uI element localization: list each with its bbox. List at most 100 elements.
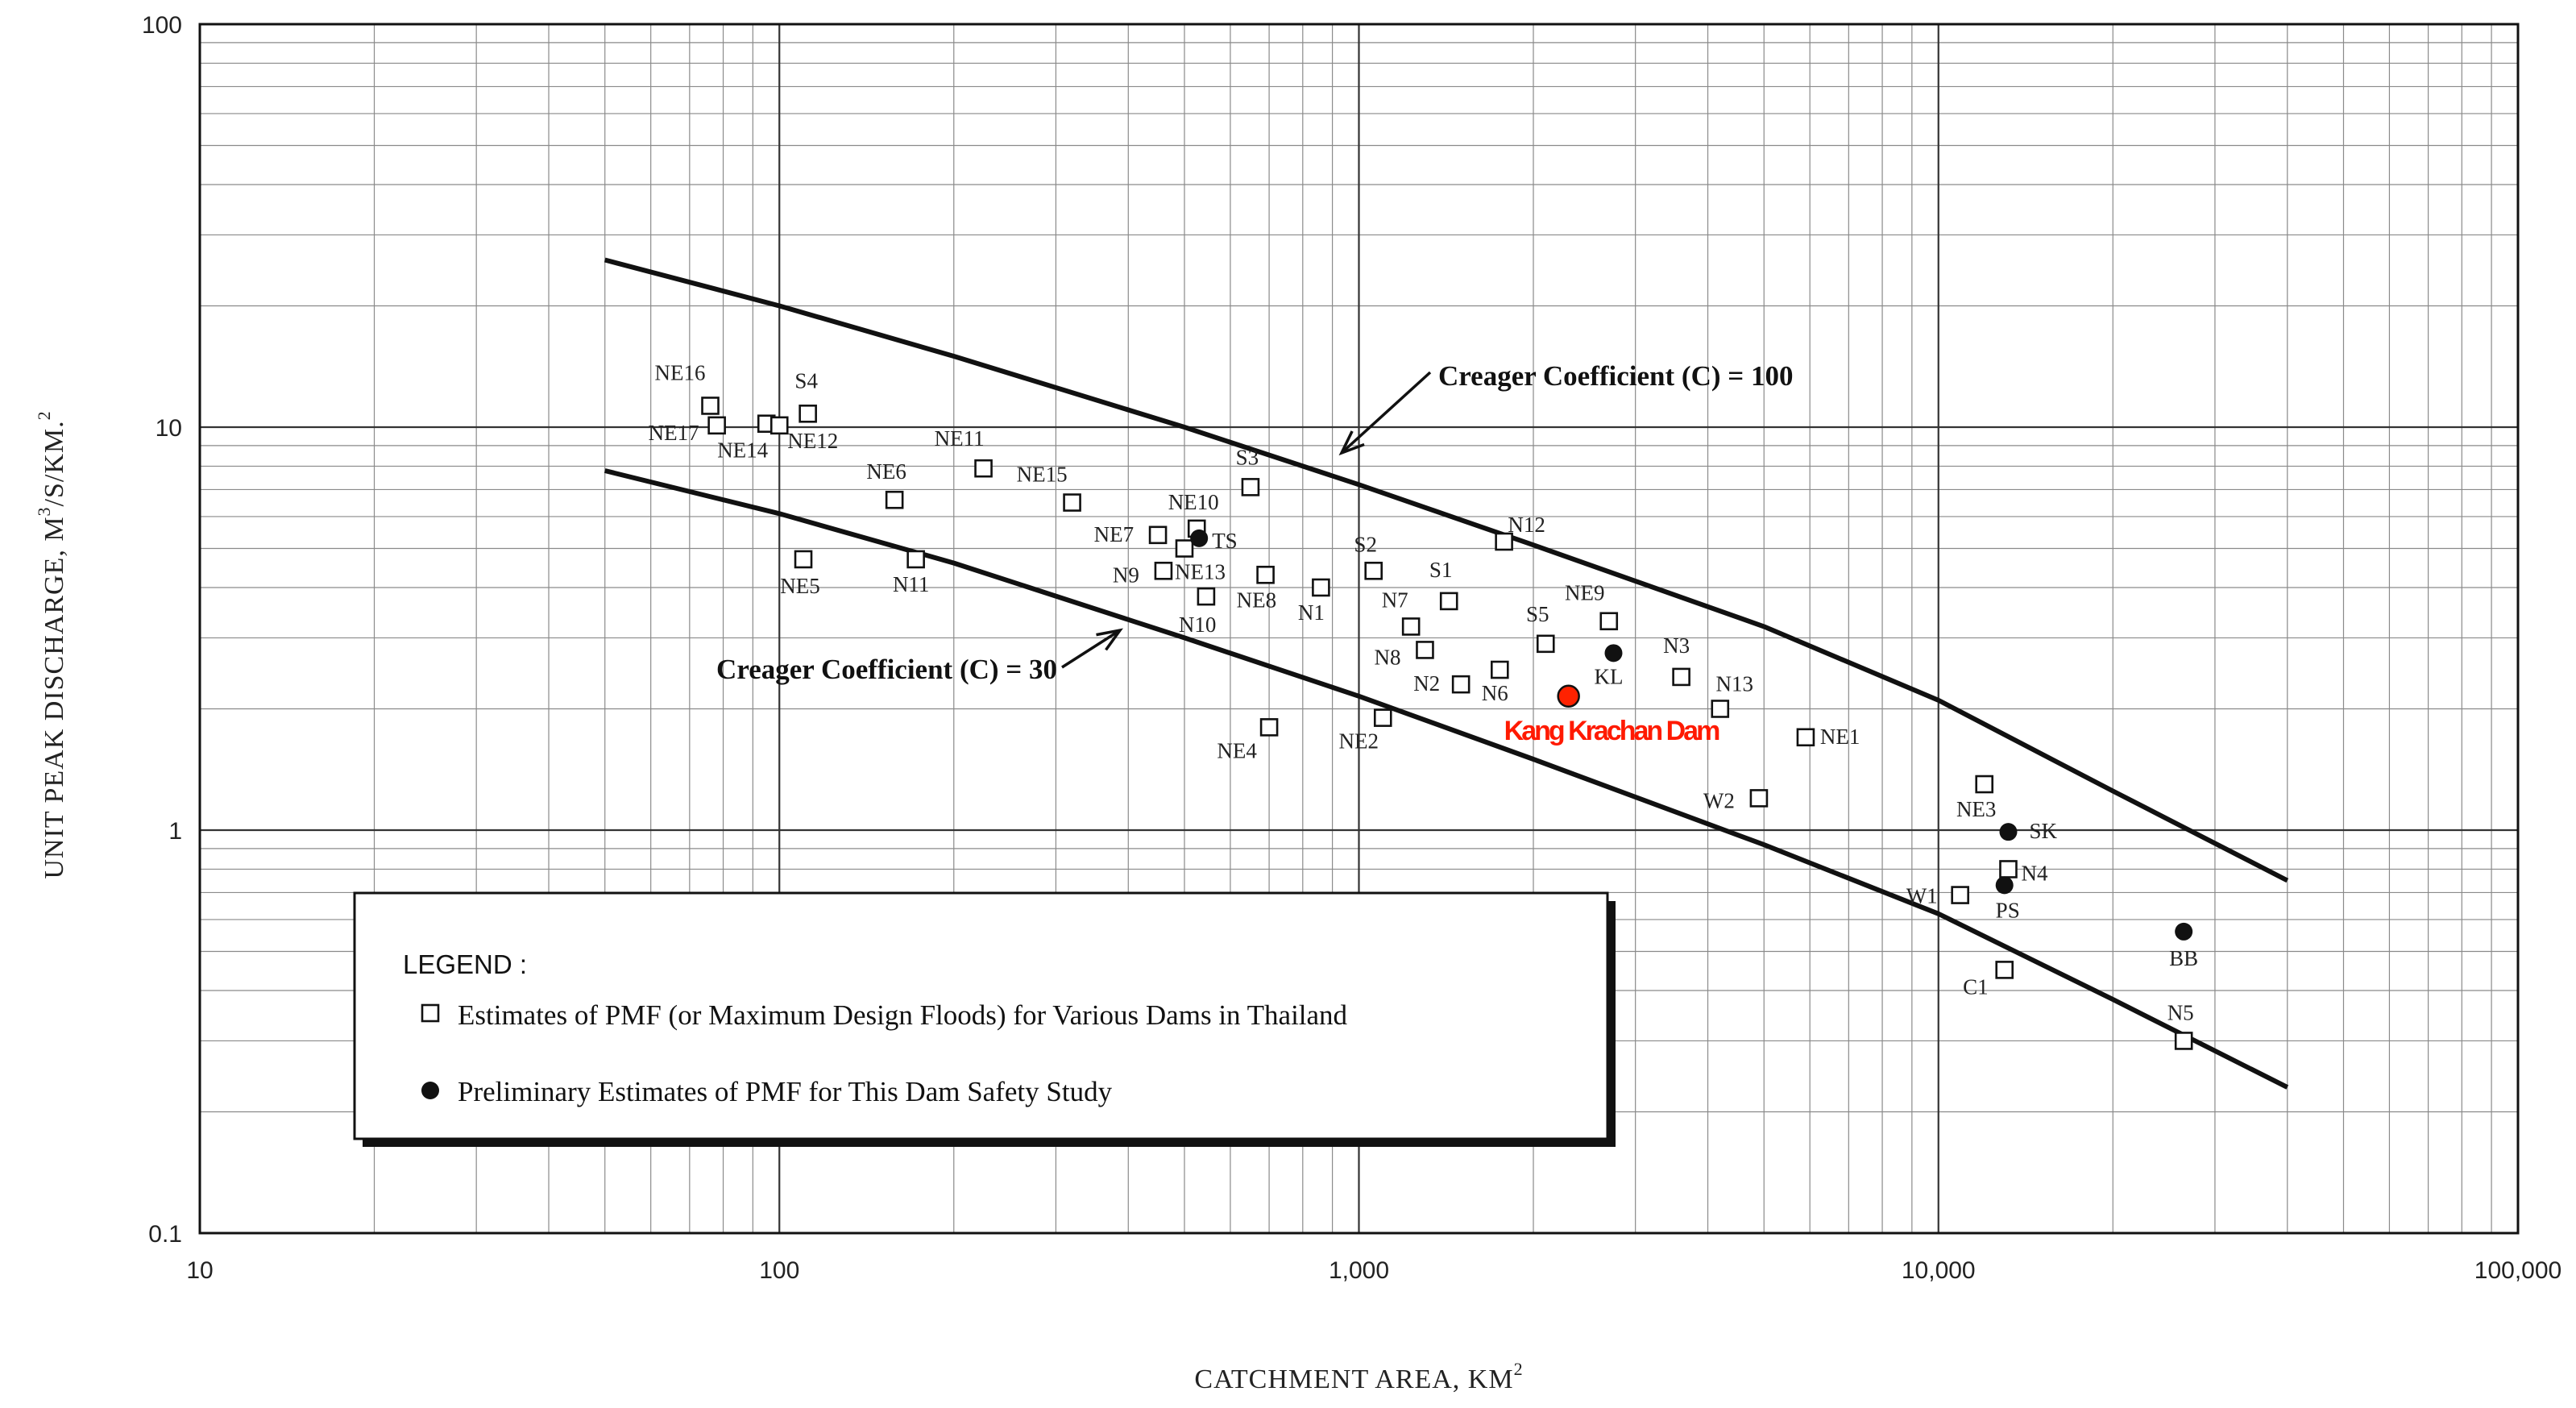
- point-label-TS: TS: [1212, 529, 1238, 553]
- point-marker-N12: [1495, 532, 1513, 551]
- point-marker-S5: [1536, 634, 1555, 654]
- plot-frame: [198, 23, 2520, 1235]
- annotation-C30: Creager Coefficient (C) = 30: [716, 654, 1057, 685]
- annotation-arrow-head: [1338, 430, 1365, 456]
- point-label-KL: KL: [1595, 664, 1624, 688]
- point-marker-NE6: [885, 490, 904, 509]
- point-marker-N3: [1672, 667, 1690, 687]
- point-marker-W1: [1951, 886, 1969, 904]
- point-marker-KL: [1604, 644, 1623, 662]
- point-marker-S3: [1241, 478, 1260, 496]
- point-label-NE7: NE7: [1094, 522, 1135, 546]
- point-marker-NE5: [794, 550, 813, 569]
- highlight-label: Kang Krachan Dam: [1504, 716, 1719, 746]
- legend-entry: Estimates of PMF (or Maximum Design Floo…: [458, 999, 1348, 1031]
- point-label-S2: S2: [1354, 532, 1377, 556]
- legend-dot-icon: [421, 1082, 439, 1099]
- point-marker-S4: [799, 404, 817, 423]
- point-label-N12: N12: [1508, 513, 1545, 537]
- x-tick-label: 1,000: [1329, 1257, 1389, 1284]
- point-label-N4: N4: [2022, 862, 2048, 886]
- point-label-S3: S3: [1236, 445, 1259, 469]
- point-label-N7: N7: [1382, 588, 1408, 612]
- point-marker-NE4: [1259, 718, 1279, 737]
- point-marker-N11: [906, 550, 925, 569]
- point-marker-NE11: [974, 459, 993, 478]
- y-axis-label: UNIT PEAK DISCHARGE, M3/S/KM.2: [34, 410, 69, 878]
- point-label-NE6: NE6: [866, 459, 906, 484]
- point-marker-PS: [1995, 876, 2014, 895]
- point-label-NE5: NE5: [780, 574, 820, 598]
- point-label-NE15: NE15: [1017, 463, 1068, 487]
- point-label-N3: N3: [1663, 633, 1690, 658]
- annotation-C100: Creager Coefficient (C) = 100: [1438, 360, 1793, 392]
- creager-curve-C100: [604, 257, 2289, 883]
- point-label-NE4: NE4: [1217, 738, 1257, 762]
- point-marker-N7: [1401, 617, 1421, 636]
- point-marker-N8: [1416, 641, 1434, 659]
- point-marker-N4: [1999, 860, 2018, 878]
- point-label-NE14: NE14: [717, 438, 768, 463]
- point-label-N6: N6: [1482, 681, 1508, 705]
- point-marker-NE13: [1175, 539, 1194, 558]
- point-marker-C1: [1995, 961, 2014, 979]
- point-label-NE13: NE13: [1175, 560, 1226, 584]
- point-marker-NE2: [1373, 708, 1392, 727]
- point-label-N13: N13: [1716, 672, 1754, 696]
- point-label-C1: C1: [1963, 974, 1989, 999]
- point-label-NE3: NE3: [1956, 797, 1997, 821]
- point-label-BB: BB: [2169, 946, 2198, 970]
- point-marker-NE16: [701, 397, 720, 415]
- point-marker-N6: [1491, 660, 1509, 679]
- point-label-N9: N9: [1113, 563, 1139, 587]
- point-label-S4: S4: [794, 368, 818, 392]
- point-label-NE10: NE10: [1168, 490, 1219, 514]
- point-marker-NE1: [1796, 728, 1815, 747]
- y-tick-label: 1: [168, 818, 182, 845]
- annotation-arrow-shaft: [1061, 629, 1121, 669]
- point-marker-NE8: [1256, 565, 1275, 584]
- point-marker-N13: [1711, 700, 1730, 718]
- point-marker-NE3: [1975, 775, 1994, 794]
- y-tick-label: 0.1: [148, 1221, 182, 1248]
- creager-curve-C30: [604, 468, 2289, 1090]
- point-marker-W2: [1749, 789, 1769, 808]
- point-marker-NE9: [1599, 612, 1619, 631]
- point-marker-NE12: [769, 416, 789, 435]
- y-tick-labels: 0.1 1 10 100: [142, 12, 182, 1248]
- legend-entry: Preliminary Estimates of PMF for This Da…: [458, 1076, 1113, 1107]
- point-marker-TS: [1190, 529, 1209, 547]
- point-marker-BB: [2175, 922, 2193, 941]
- creager-curves: [604, 257, 2289, 1090]
- point-label-NE12: NE12: [787, 429, 838, 453]
- point-marker-NE7: [1148, 525, 1168, 545]
- point-label-N1: N1: [1298, 600, 1325, 625]
- point-label-NE2: NE2: [1339, 729, 1379, 754]
- point-label-N8: N8: [1375, 645, 1401, 669]
- point-label-NE9: NE9: [1565, 581, 1605, 605]
- point-label-W2: W2: [1703, 788, 1735, 812]
- point-label-NE8: NE8: [1237, 588, 1277, 612]
- point-marker-S1: [1439, 592, 1458, 611]
- x-tick-label: 100: [759, 1257, 799, 1284]
- legend-square-icon: [421, 1003, 440, 1023]
- annotation-arrow-shaft: [1340, 371, 1432, 455]
- point-marker-N9: [1154, 561, 1173, 580]
- point-marker-N10: [1197, 587, 1216, 606]
- point-label-NE11: NE11: [935, 426, 985, 451]
- point-label-N2: N2: [1413, 671, 1440, 696]
- point-label-NE1: NE1: [1820, 725, 1860, 749]
- point-label-NE16: NE16: [655, 361, 706, 385]
- point-label-NE17: NE17: [649, 421, 699, 445]
- y-tick-label: 100: [142, 12, 182, 39]
- x-tick-label: 10: [186, 1257, 213, 1284]
- point-marker-N1: [1312, 578, 1330, 597]
- legend: LEGEND :Estimates of PMF (or Maximum Des…: [353, 891, 1616, 1147]
- y-tick-label: 10: [156, 415, 182, 442]
- point-label-N10: N10: [1179, 613, 1217, 637]
- legend-box: [353, 891, 1609, 1140]
